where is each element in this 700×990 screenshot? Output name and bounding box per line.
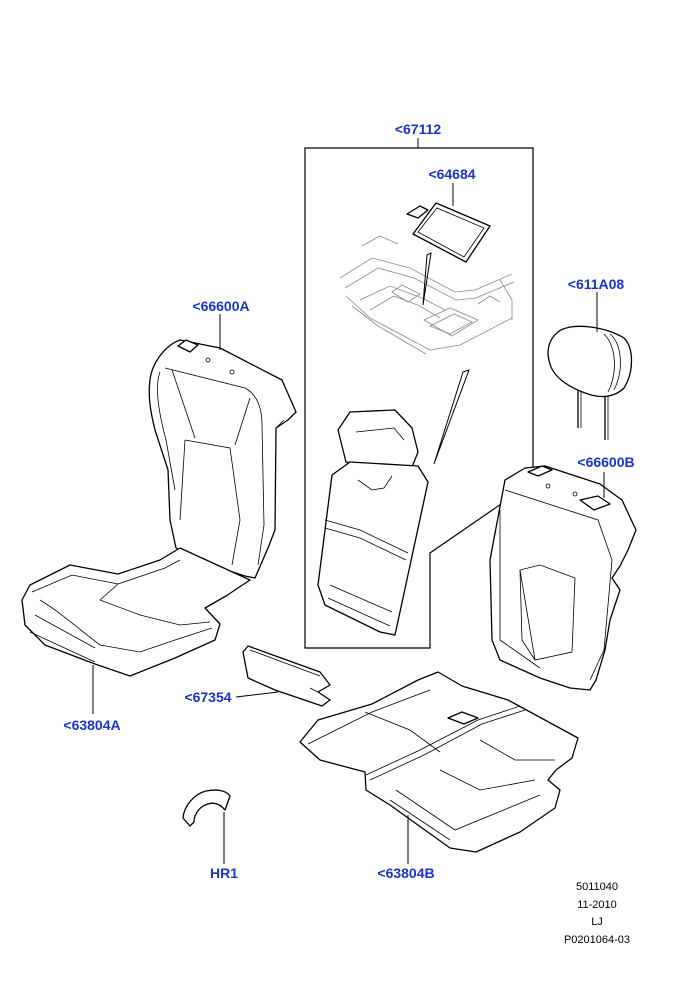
callout-hr1[interactable]: HR1	[210, 865, 238, 881]
left-seat-back-part	[148, 314, 297, 579]
reference-number: 5011040	[576, 881, 618, 893]
reference-block: 5011040 11-2010 LJ P0201064-03	[564, 881, 630, 946]
inset-67112	[304, 138, 534, 649]
callout-63804a[interactable]: <63804A	[63, 717, 120, 733]
centre-console-ghost	[339, 235, 515, 355]
reference-model-code: LJ	[591, 916, 603, 928]
callout-67112[interactable]: <67112	[395, 121, 442, 137]
callout-64684[interactable]: <64684	[428, 166, 475, 182]
left-seat-cushion-part	[21, 547, 251, 714]
storage-tray-part	[406, 183, 491, 263]
inset-seat-back	[317, 409, 429, 636]
callout-67354[interactable]: <67354	[184, 689, 231, 705]
reference-illustration-id: P0201064-03	[564, 934, 630, 946]
callout-611a08[interactable]: <611A08	[568, 276, 625, 292]
callout-66600a[interactable]: <66600A	[192, 298, 249, 314]
trim-panel-part	[235, 645, 331, 707]
callout-66600b[interactable]: <66600B	[577, 454, 634, 470]
hook-part	[182, 789, 231, 864]
callout-63804b[interactable]: <63804B	[377, 865, 434, 881]
headrest-part	[547, 292, 633, 440]
right-seat-cushion-part	[299, 671, 579, 864]
right-seat-back-part	[489, 465, 637, 691]
inset-leaders	[422, 252, 470, 465]
reference-date: 11-2010	[577, 899, 617, 911]
